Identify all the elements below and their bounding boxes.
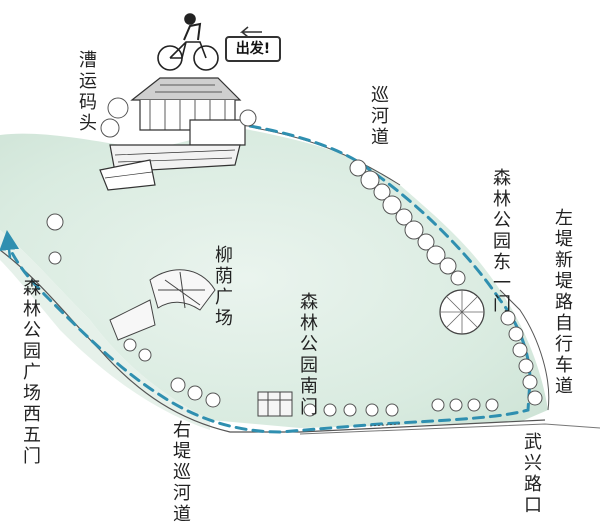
label-patrol-river-road: 巡河道 [371,85,389,148]
round-pavilion [439,289,485,335]
label-forest-park-south-gate: 森林公园南门 [300,292,318,418]
south-gate-structure [257,391,293,417]
label-right-bank-patrol-road: 右堤巡河道 [173,420,191,525]
wuxing-road [299,423,600,435]
willow-square-structure [109,269,216,341]
tree-row-east [349,159,543,406]
label-left-bank-bike-path: 左堤新堤路自行车道 [555,208,573,397]
label-forest-park-square-west-gate: 森林公园广场西五门 [23,278,41,467]
tree-row-south [46,213,499,417]
cycling-route-line [6,124,532,434]
label-willow-square: 柳荫广场 [215,245,233,329]
arrow-up-icon [0,230,20,259]
start-sign: 出发! [225,36,281,62]
label-caoyun-wharf: 漕运码头 [79,50,97,134]
label-forest-park-east-gate: 森林公园东一门 [493,168,511,315]
wharf-trees [100,97,257,138]
caoyun-wharf-building [99,77,246,191]
lake-area [0,128,548,428]
cyclist-icon [157,13,219,71]
label-wuxing-road-exit: 武兴路口 [524,432,542,516]
